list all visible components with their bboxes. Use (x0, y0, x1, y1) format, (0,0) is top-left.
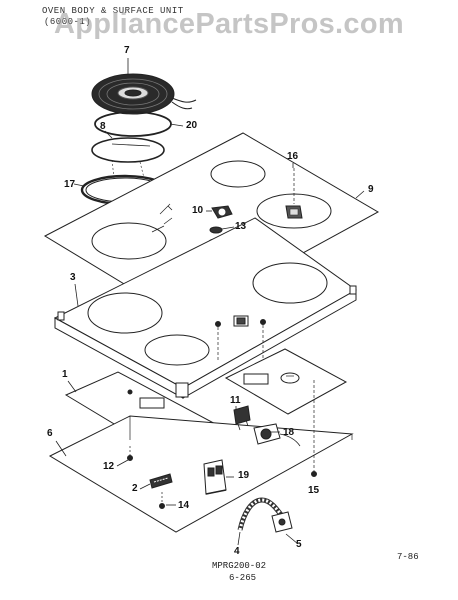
surface-element (91, 73, 197, 115)
callout-13: 13 (235, 221, 247, 232)
diagram-title-line2: (6000-1) (44, 17, 92, 27)
callout-5: 5 (296, 539, 302, 550)
callout-4: 4 (234, 546, 240, 557)
callout-2: 2 (132, 483, 138, 494)
callout-6: 6 (47, 428, 53, 439)
callout-3: 3 (70, 272, 76, 283)
infinite-switch (253, 423, 301, 447)
screws (127, 380, 317, 509)
callout-8: 8 (100, 121, 106, 132)
bracket-2 (149, 473, 173, 489)
callout-15: 15 (308, 485, 320, 496)
conduit-assembly (237, 497, 293, 533)
callout-17: 17 (64, 179, 76, 190)
diagram-title-line1: OVEN BODY & SURFACE UNIT (42, 6, 184, 16)
burner-box (53, 217, 357, 399)
callout-10: 10 (192, 205, 204, 216)
callout-1: 1 (62, 369, 68, 380)
base-pan (48, 415, 354, 533)
callout-19: 19 (238, 470, 250, 481)
callout-20: 20 (186, 120, 198, 131)
callout-16: 16 (287, 151, 299, 162)
leader-lines (55, 58, 365, 546)
callout-11: 11 (230, 395, 241, 406)
receptacle (285, 168, 303, 219)
switch-11 (233, 405, 251, 431)
heat-shield-right (224, 348, 348, 415)
page-number: 6-265 (229, 573, 257, 583)
watermark-text: AppliancePartsPros.com (54, 8, 404, 40)
callout-12: 12 (103, 461, 115, 472)
callout-18: 18 (283, 427, 295, 438)
model-number: MPRG200-02 (212, 561, 267, 571)
terminal-block (203, 459, 227, 495)
callout-14: 14 (178, 500, 190, 511)
callout-7: 7 (124, 45, 130, 56)
callout-9: 9 (368, 184, 374, 195)
revision-date: 7-86 (397, 552, 419, 562)
